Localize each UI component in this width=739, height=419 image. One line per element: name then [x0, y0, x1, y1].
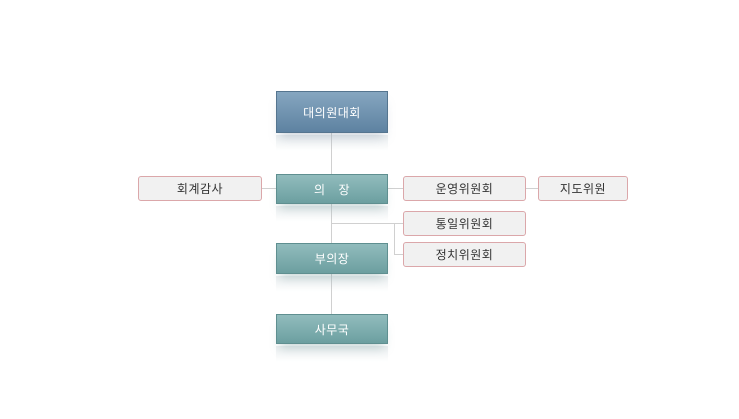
node-assembly[interactable]: 대의원대회	[276, 91, 388, 133]
vice-chair-reflection	[276, 276, 388, 292]
node-secretariat-label: 사무국	[314, 322, 350, 337]
connector-branch-political	[394, 254, 403, 255]
node-unification-committee[interactable]: 통일위원회	[403, 211, 526, 236]
node-vice-chair-label: 부의장	[314, 252, 350, 266]
chair-reflection	[276, 206, 388, 222]
node-assembly-label: 대의원대회	[303, 105, 361, 120]
node-audit-label: 회계감사	[176, 182, 224, 196]
node-guidance-committee-label: 지도위원	[559, 182, 607, 196]
connector-chair-operations	[387, 188, 403, 189]
node-political-committee-label: 정치위원회	[435, 248, 494, 262]
node-political-committee[interactable]: 정치위원회	[403, 242, 526, 267]
assembly-reflection	[276, 135, 388, 151]
node-audit[interactable]: 회계감사	[138, 176, 262, 201]
connector-operations-guidance	[526, 188, 538, 189]
node-operations-committee[interactable]: 운영위원회	[403, 176, 526, 201]
node-chair-label: 의 장	[313, 182, 351, 197]
node-guidance-committee[interactable]: 지도위원	[538, 176, 628, 201]
node-operations-committee-label: 운영위원회	[435, 182, 494, 196]
connector-chair-unification	[331, 223, 403, 224]
secretariat-reflection	[276, 346, 388, 362]
node-vice-chair[interactable]: 부의장	[276, 243, 388, 274]
connector-audit-chair	[262, 188, 277, 189]
node-unification-committee-label: 통일위원회	[435, 217, 494, 231]
connector-assembly-chair	[331, 133, 332, 174]
node-chair[interactable]: 의 장	[276, 174, 388, 204]
node-secretariat[interactable]: 사무국	[276, 314, 388, 344]
connector-branch-vertical	[394, 223, 395, 254]
